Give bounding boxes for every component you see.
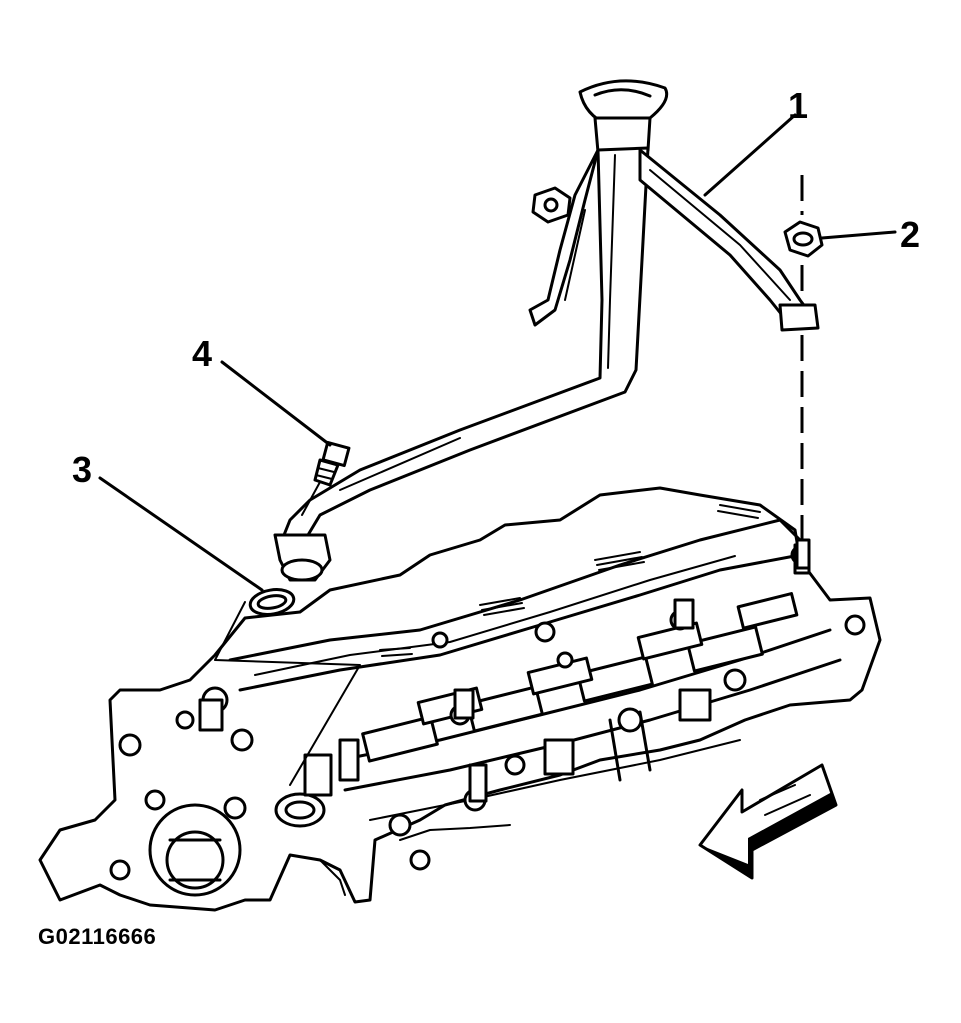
leader-line-1 — [703, 113, 797, 197]
seal — [248, 588, 296, 616]
callout-1: 1 — [788, 85, 808, 126]
bolt-centerline — [301, 481, 321, 516]
leader-line-2 — [820, 230, 897, 240]
leader-line-4 — [220, 360, 332, 447]
bolt — [313, 440, 351, 487]
callout-2: 2 — [900, 214, 920, 255]
figure-id: G02116666 — [38, 924, 157, 949]
detail-lines — [214, 601, 361, 786]
stud — [795, 538, 811, 570]
nut — [783, 220, 824, 258]
cylinder-head — [38, 486, 882, 912]
front-arrow-icon — [698, 763, 838, 880]
callout-4: 4 — [192, 333, 212, 374]
oil-fill-tube — [273, 79, 820, 582]
upper-nut — [531, 186, 572, 224]
leader-line-3 — [98, 476, 264, 592]
callout-3: 3 — [72, 449, 92, 490]
